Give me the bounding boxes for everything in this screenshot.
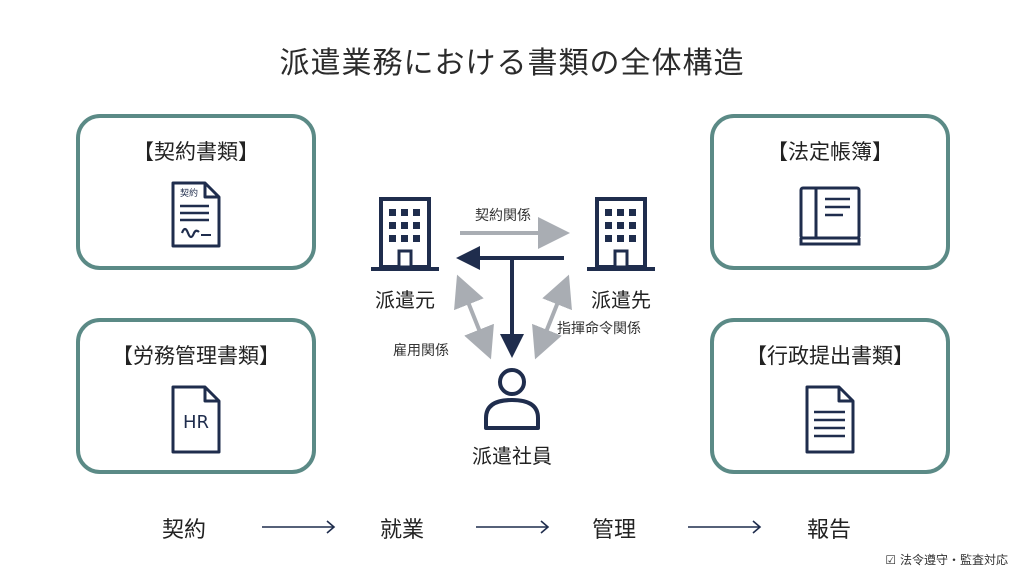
flow-step-employment: 就業 bbox=[380, 518, 425, 543]
worker-label: 派遣社員 bbox=[472, 444, 552, 468]
dispatch-origin-building-icon bbox=[371, 197, 439, 271]
labor-documents-title: 【労務管理書類】 bbox=[112, 344, 280, 368]
dispatch-destination-label: 派遣先 bbox=[591, 288, 651, 312]
submission-document-icon bbox=[803, 384, 857, 460]
flow-arrow-3-head bbox=[752, 520, 762, 534]
contract-documents-title: 【契約書類】 bbox=[133, 140, 259, 164]
ledger-book-icon bbox=[798, 184, 862, 252]
compliance-note: ☑ 法令遵守・監査対応 bbox=[885, 553, 1008, 567]
administrative-documents-title: 【行政提出書類】 bbox=[746, 344, 914, 368]
flow-arrow-2-head bbox=[540, 520, 550, 534]
worker-person-icon bbox=[484, 368, 540, 430]
employment-relation-label: 雇用関係 bbox=[393, 343, 449, 359]
contract-doc-label: 契約 bbox=[180, 187, 198, 199]
administrative-documents-card: 【行政提出書類】 bbox=[710, 318, 950, 474]
hr-doc-label: HR bbox=[183, 412, 209, 433]
flow-step-management: 管理 bbox=[592, 518, 637, 543]
command-relation-arrow bbox=[532, 274, 572, 360]
flow-step-report: 報告 bbox=[807, 518, 852, 543]
dispatch-origin-label: 派遣元 bbox=[375, 288, 435, 312]
contract-documents-card: 【契約書類】 契約 bbox=[76, 114, 316, 270]
employment-arrow bbox=[454, 274, 494, 360]
flow-step-contract: 契約 bbox=[162, 518, 207, 543]
legal-ledgers-title: 【法定帳簿】 bbox=[767, 140, 893, 164]
contract-relation-label: 契約関係 bbox=[475, 208, 531, 224]
contract-document-icon: 契約 bbox=[169, 180, 223, 254]
page-title: 派遣業務における書類の全体構造 bbox=[279, 46, 745, 81]
command-relation-label: 指揮命令関係 bbox=[557, 321, 641, 337]
labor-documents-card: 【労務管理書類】 HR bbox=[76, 318, 316, 474]
dispatch-destination-building-icon bbox=[587, 197, 655, 271]
flow-arrow-1-head bbox=[326, 520, 336, 534]
hr-document-icon: HR bbox=[169, 384, 223, 460]
legal-ledgers-card: 【法定帳簿】 bbox=[710, 114, 950, 270]
